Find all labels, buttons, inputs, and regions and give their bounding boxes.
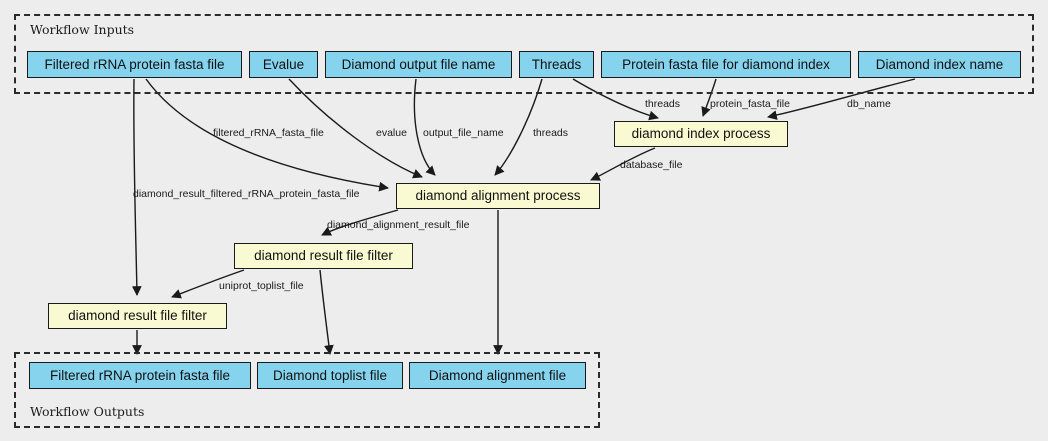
step-node-diamond-alignment-process[interactable]: diamond alignment process: [396, 183, 600, 209]
edge-label-filtered-rrna-fasta-file: filtered_rRNA_fasta_file: [213, 127, 324, 139]
edge-label-output-file-name: output_file_name: [423, 127, 504, 139]
output-node-diamond-toplist-file[interactable]: Diamond toplist file: [257, 362, 403, 389]
edge-label-threads-index: threads: [645, 98, 681, 110]
input-node-diamond-output-file-name[interactable]: Diamond output file name: [325, 51, 512, 78]
edge-e-filtered-to-filterlow: [131, 78, 142, 296]
step-node-diamond-result-file-filter-low[interactable]: diamond result file filter: [48, 303, 227, 329]
group-label-workflow-outputs: Workflow Outputs: [30, 404, 145, 419]
edge-label-diamond-result-filtered-rrna-protein-fasta-file: diamond_result_filtered_rRNA_protein_fas…: [133, 188, 360, 200]
input-node-evalue[interactable]: Evalue: [249, 51, 318, 78]
input-node-protein-fasta-file-for-diamond-index[interactable]: Protein fasta file for diamond index: [601, 51, 851, 78]
edge-e-filtermid-to-toplist: [319, 269, 334, 355]
edge-label-diamond-alignment-result-file: diamond_alignment_result_file: [327, 219, 470, 231]
group-workflow-outputs: [14, 352, 600, 428]
step-node-diamond-index-process[interactable]: diamond index process: [614, 121, 788, 147]
edge-label-database-file: database_file: [620, 159, 683, 171]
edge-label-db-name: db_name: [847, 98, 891, 110]
edge-label-threads-alignment: threads: [533, 127, 569, 139]
group-label-workflow-inputs: Workflow Inputs: [30, 22, 135, 37]
input-node-threads[interactable]: Threads: [519, 51, 594, 78]
edge-label-protein-fasta-file: protein_fasta_file: [710, 98, 790, 110]
input-node-filtered-rrna-protein-fasta-file[interactable]: Filtered rRNA protein fasta file: [27, 51, 242, 78]
step-node-diamond-result-file-filter-mid[interactable]: diamond result file filter: [234, 243, 413, 269]
edge-label-evalue: evalue: [376, 127, 407, 139]
edge-label-uniprot-toplist-file: uniprot_toplist_file: [219, 280, 304, 292]
group-workflow-inputs: [14, 14, 1034, 94]
output-node-filtered-rrna-protein-fasta-file[interactable]: Filtered rRNA protein fasta file: [29, 362, 251, 389]
output-node-diamond-alignment-file[interactable]: Diamond alignment file: [409, 362, 586, 389]
input-node-diamond-index-name[interactable]: Diamond index name: [858, 51, 1021, 78]
